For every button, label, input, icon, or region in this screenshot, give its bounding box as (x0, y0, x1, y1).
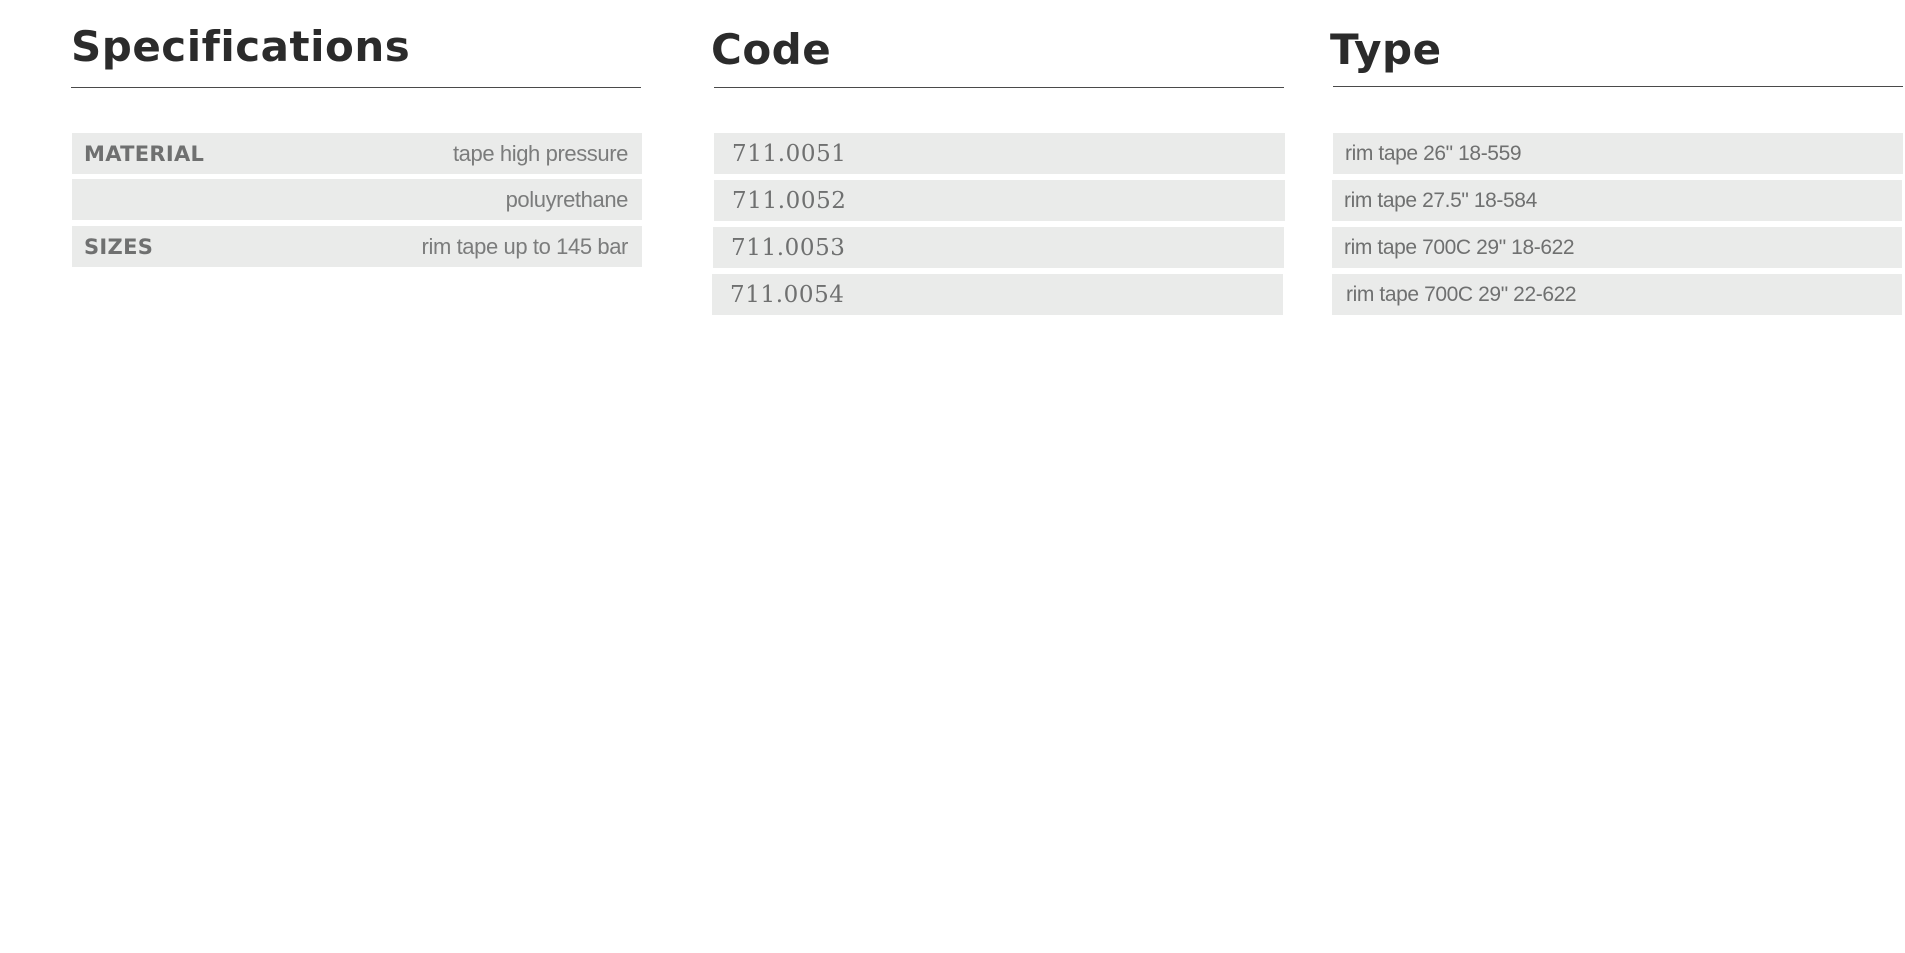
type-value: rim tape 700C 29" 22-622 (1346, 282, 1577, 306)
type-heading: Type (1330, 25, 1442, 74)
type-row: rim tape 700C 29" 22-622 (1332, 274, 1902, 315)
code-row: 711.0051 (714, 133, 1285, 174)
type-row: rim tape 700C 29" 18-622 (1332, 227, 1902, 268)
specifications-heading: Specifications (71, 22, 411, 71)
spec-label: MATERIAL (84, 141, 205, 166)
spec-label: SIZES (84, 234, 154, 259)
code-row: 711.0052 (714, 180, 1285, 221)
spec-row-sizes: SIZES rim tape up to 145 bar (72, 226, 642, 267)
spec-row-material-continued: poluyrethane (72, 179, 642, 220)
code-value: 711.0052 (732, 187, 847, 214)
spec-row-material: MATERIAL tape high pressure (72, 133, 642, 174)
spec-value: poluyrethane (505, 186, 629, 212)
spec-value: tape high pressure (452, 140, 628, 166)
code-row: 711.0053 (713, 227, 1284, 268)
spec-value: rim tape up to 145 bar (421, 233, 629, 259)
code-value: 711.0054 (730, 281, 845, 308)
type-row: rim tape 26" 18-559 (1333, 133, 1903, 174)
type-divider (1333, 86, 1903, 87)
type-value: rim tape 700C 29" 18-622 (1344, 235, 1575, 259)
code-divider (714, 87, 1284, 88)
code-row: 711.0054 (712, 274, 1283, 315)
code-value: 711.0051 (732, 140, 847, 167)
specifications-divider (71, 87, 641, 88)
code-heading: Code (711, 25, 832, 74)
code-value: 711.0053 (731, 234, 846, 261)
type-value: rim tape 26" 18-559 (1345, 141, 1522, 165)
type-value: rim tape 27.5" 18-584 (1344, 188, 1537, 212)
type-row: rim tape 27.5" 18-584 (1332, 180, 1902, 221)
